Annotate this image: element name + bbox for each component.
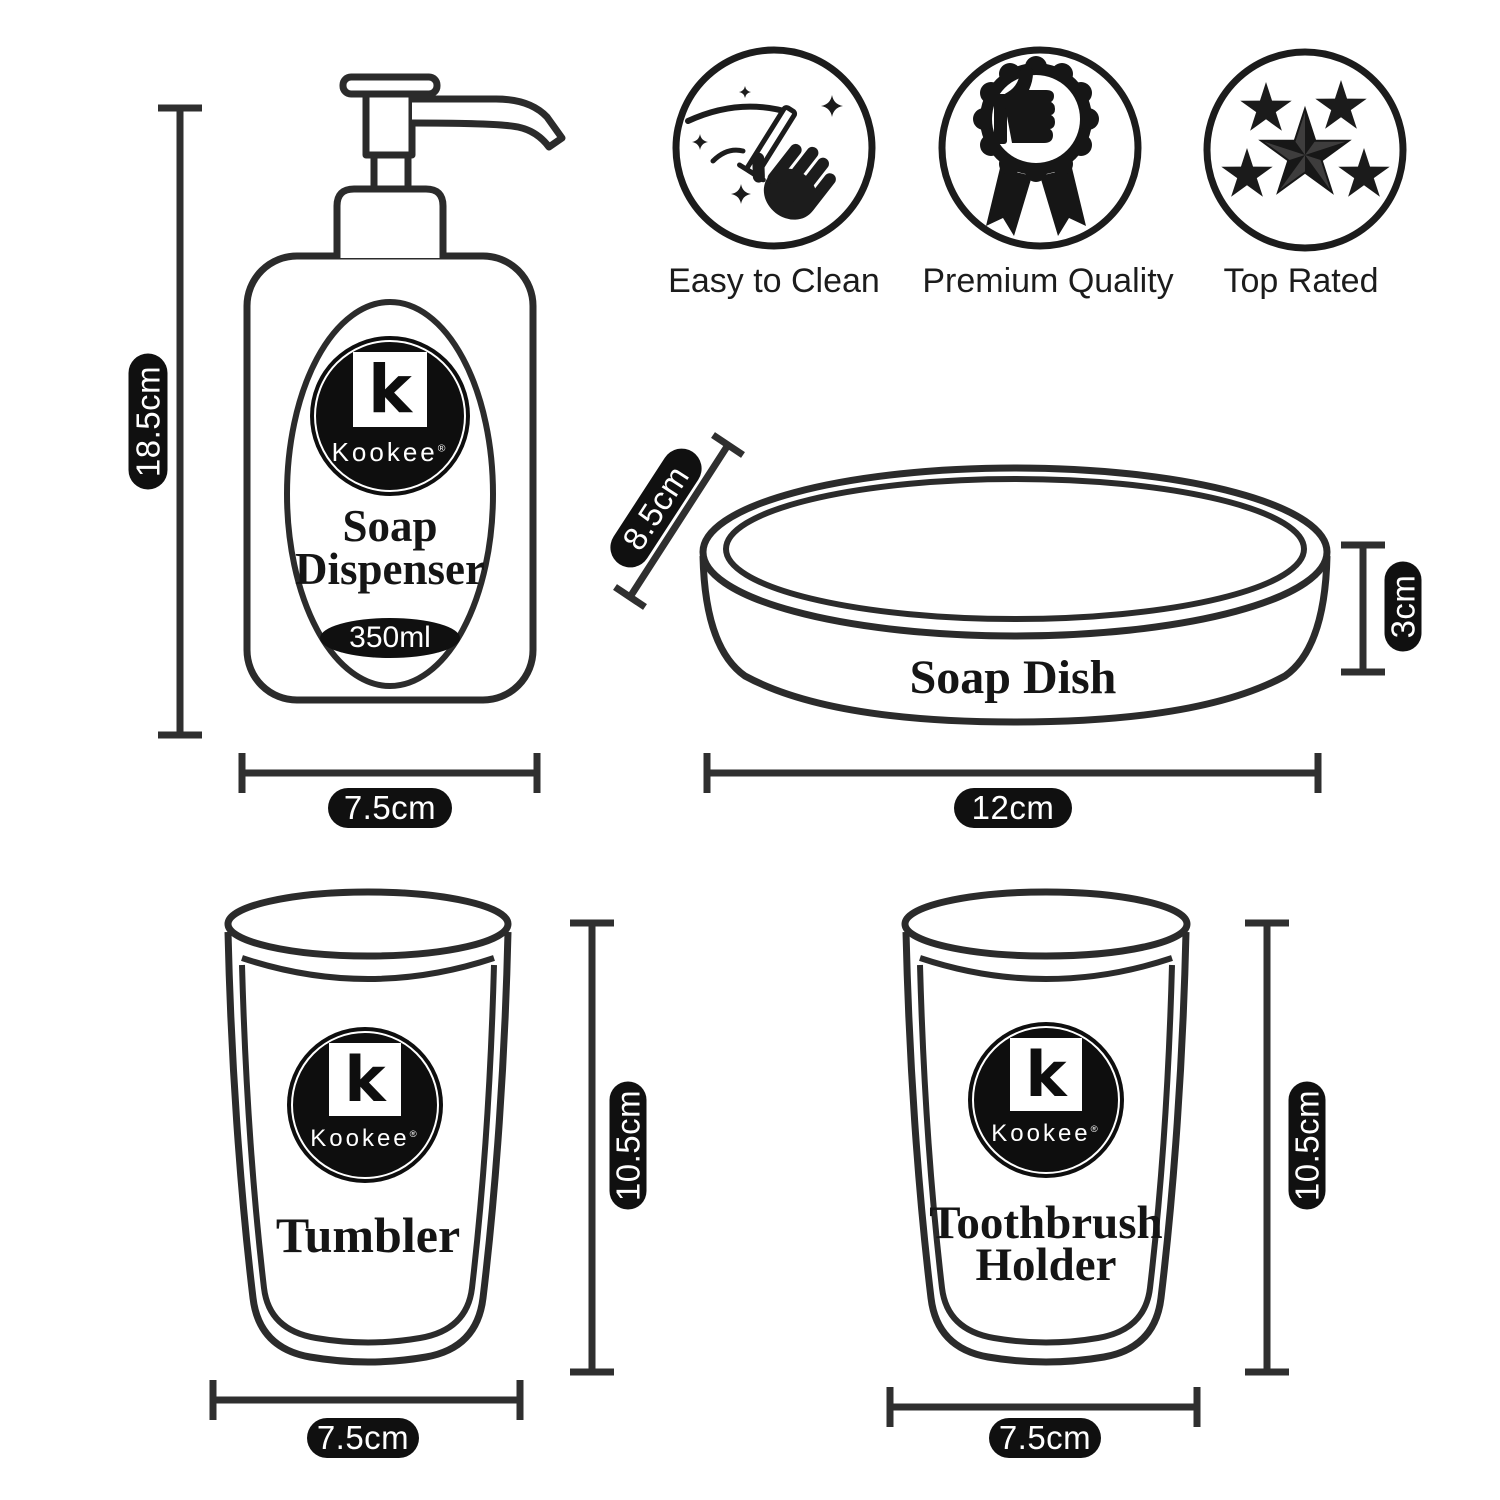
dispenser-pump-cap [339, 73, 441, 98]
dispenser-label-oval [284, 299, 496, 689]
kookee-logo-holder: k Kookee® [968, 1022, 1124, 1178]
hand-shape [752, 143, 836, 220]
holder-rim-inner [919, 955, 1173, 982]
logo-wordmark: Kookee® [331, 436, 449, 467]
logo-monogram: k [1010, 1037, 1082, 1111]
ribbon-badge-icon [938, 46, 1142, 250]
dimension-lines [158, 104, 1385, 1427]
feature-label-top-rated: Top Rated [1223, 262, 1379, 300]
tumbler-body-inner [239, 964, 497, 1346]
soap-dispenser-name: Soap Dispenser [295, 501, 485, 594]
tumbler-rim-inner [241, 955, 495, 982]
dish-rim-inner [723, 476, 1307, 622]
logo-ring [291, 1031, 439, 1179]
dispenser-pump-head [362, 90, 416, 159]
tumbler-name: Tumbler [275, 1207, 461, 1263]
dispenser-spout [411, 95, 566, 151]
capacity-badge: 350ml [320, 618, 460, 658]
dish-height-pill: 3cm [1384, 561, 1422, 652]
holder-width-line [886, 1387, 1201, 1427]
dispenser-height-line [158, 104, 202, 739]
holder-body-inner [917, 964, 1175, 1346]
holder-width-pill: 7.5cm [989, 1418, 1101, 1458]
tumbler-height-pill: 10.5cm [609, 1081, 647, 1210]
logo-ring [314, 340, 466, 492]
soap-dispenser-drawing [243, 73, 566, 704]
soap-dish-name: Soap Dish [909, 651, 1117, 704]
feature-label-premium-quality: Premium Quality [922, 262, 1174, 300]
registered-mark: ® [409, 1129, 420, 1141]
holder-height-pill: 10.5cm [1288, 1081, 1326, 1210]
dish-diameter-line [613, 432, 745, 610]
dispenser-neck [333, 185, 447, 258]
kookee-logo-dispenser: k Kookee® [310, 336, 470, 496]
dispenser-width-pill: 7.5cm [328, 788, 452, 828]
dish-rim-outer [699, 464, 1331, 640]
tumbler-width-pill: 7.5cm [307, 1418, 419, 1458]
sparkle-hand-icon [672, 46, 876, 250]
holder-height-line [1245, 919, 1289, 1376]
toothbrush-holder-drawing [901, 888, 1191, 1366]
dispenser-height-pill: 18.5cm [128, 353, 168, 490]
monogram-k: k [368, 351, 412, 429]
tumbler-body [224, 931, 512, 1366]
dispenser-pump-stem [370, 155, 412, 189]
feature-label-easy-to-clean: Easy to Clean [668, 262, 880, 300]
logo-wordmark: Kookee® [310, 1125, 420, 1153]
monogram-k: k [344, 1042, 386, 1116]
registered-mark: ® [437, 443, 449, 455]
dish-width-pill: 12cm [954, 788, 1072, 828]
five-stars-icon [1203, 48, 1407, 252]
logo-monogram: k [353, 351, 427, 429]
small-stars [1221, 80, 1390, 197]
dish-wall [699, 555, 1331, 726]
sparkles [692, 86, 843, 204]
holder-body [902, 931, 1190, 1366]
dispenser-width-line [238, 753, 541, 793]
tumbler-width-line [209, 1380, 524, 1420]
kookee-logo-tumbler: k Kookee® [287, 1027, 443, 1183]
tumbler-height-line [570, 919, 614, 1376]
registered-mark: ® [1090, 1124, 1101, 1136]
dish-height-line [1341, 541, 1385, 676]
dish-width-line [703, 753, 1322, 793]
logo-ring [972, 1026, 1120, 1174]
tumbler-drawing [224, 888, 512, 1366]
ribbon-tails [986, 168, 1086, 236]
logo-wordmark: Kookee® [991, 1120, 1101, 1148]
monogram-k: k [1025, 1037, 1067, 1111]
logo-monogram: k [329, 1042, 401, 1116]
thumbs-up [994, 66, 1055, 144]
big-star [1258, 105, 1352, 195]
toothbrush-holder-name: Toothbrush Holder [929, 1197, 1163, 1291]
tumbler-rim [224, 888, 512, 960]
soap-dish-drawing [699, 464, 1331, 726]
holder-rim [901, 888, 1191, 960]
